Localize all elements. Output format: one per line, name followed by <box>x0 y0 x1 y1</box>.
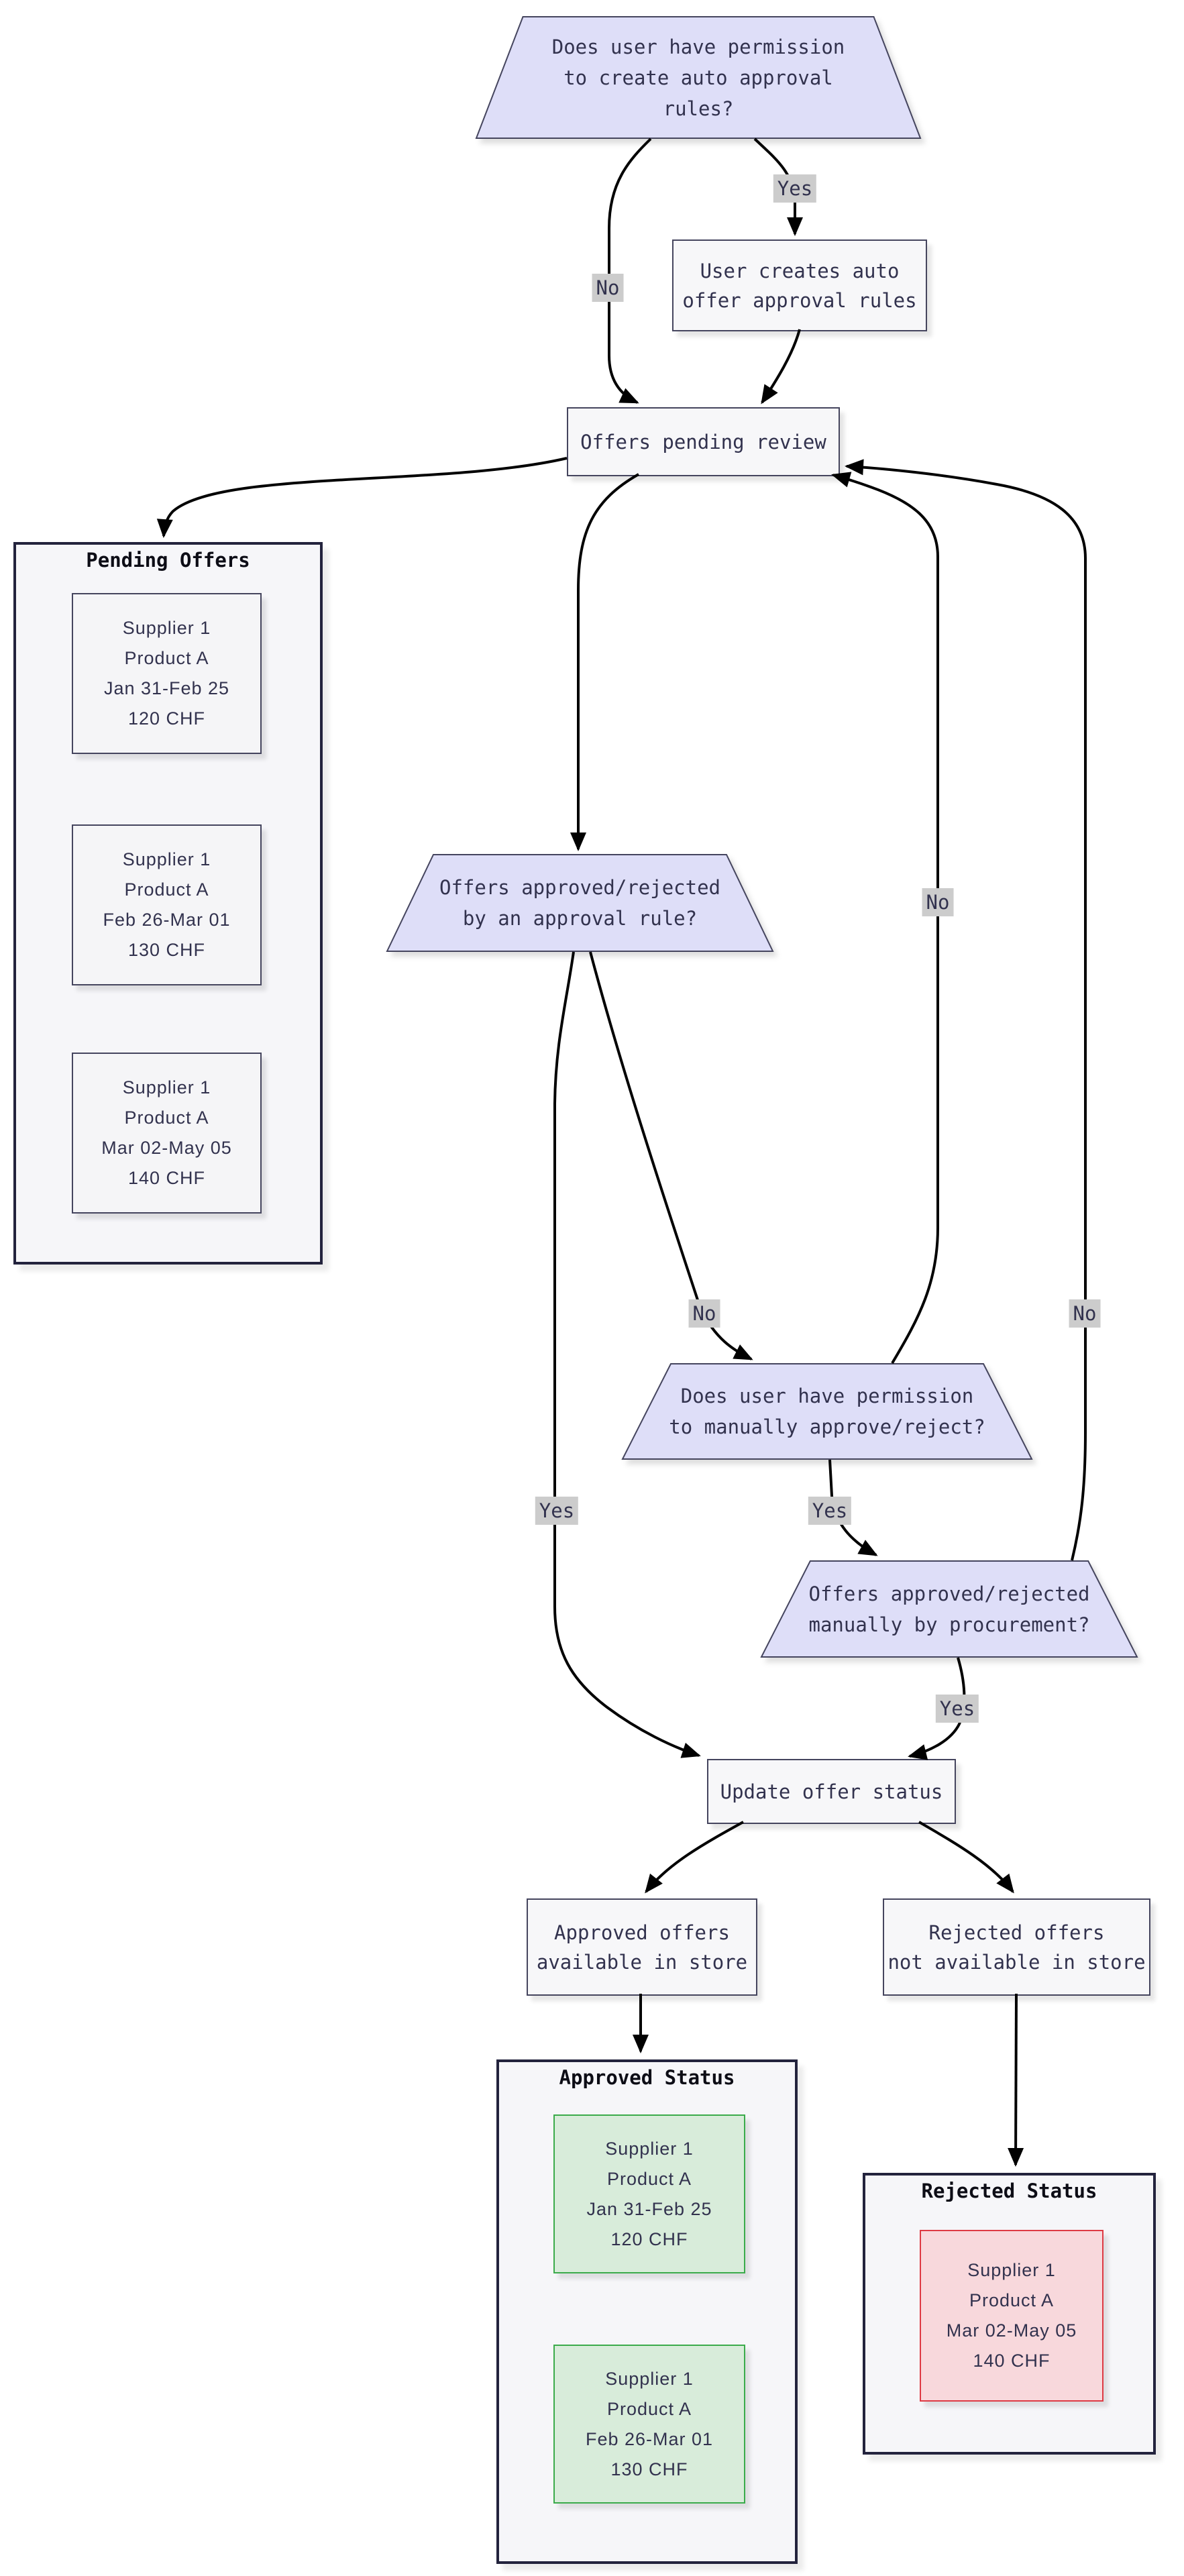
card-product: Product A <box>124 1108 209 1128</box>
card-dates: Mar 02-May 05 <box>101 1138 232 1158</box>
card-price: 120 CHF <box>610 2229 688 2249</box>
offer-card-pending-3: Supplier 1 Product A Mar 02-May 05 140 C… <box>72 1053 262 1214</box>
subgraph-title: Approved Status <box>559 2066 735 2089</box>
card-supplier: Supplier 1 <box>122 618 211 638</box>
subgraph-approved-status: Approved Status Supplier 1 Product A Jan… <box>496 2059 798 2564</box>
edge-auto-no <box>608 138 652 404</box>
decision-label: Offers approved/rejected by an approval … <box>439 876 721 930</box>
subgraph-pending-offers: Pending Offers Supplier 1 Product A Jan … <box>13 542 323 1265</box>
card-supplier: Supplier 1 <box>122 1077 211 1097</box>
subgraph-title: Pending Offers <box>86 549 250 572</box>
decision-label: Does user have permission to manually ap… <box>669 1385 985 1438</box>
card-product: Product A <box>124 648 209 668</box>
card-dates: Mar 02-May 05 <box>946 2320 1077 2341</box>
edge-label-rule-yes: Yes <box>535 1497 579 1525</box>
card-product: Product A <box>606 2168 692 2189</box>
node-rejected-offers-store: Rejected offers not available in store <box>883 1898 1150 1996</box>
card-price: 130 CHF <box>127 940 206 960</box>
card-supplier: Supplier 1 <box>122 849 211 869</box>
decision-label: Offers approved/rejected manually by pro… <box>808 1582 1090 1636</box>
offer-card-approved-2: Supplier 1 Product A Feb 26-Mar 01 130 C… <box>553 2345 745 2504</box>
card-price: 130 CHF <box>610 2459 688 2479</box>
edge-label-manual-no: No <box>1069 1299 1101 1328</box>
edge-status-to-rejected <box>918 1821 1014 1894</box>
offer-card-pending-1: Supplier 1 Product A Jan 31-Feb 25 120 C… <box>72 593 262 754</box>
edge-rule-yes <box>553 951 701 1758</box>
card-product: Product A <box>606 2398 692 2419</box>
edge-review-to-pending-subgraph <box>156 457 568 538</box>
decision-rule-approved: Offers approved/rejected by an approval … <box>387 855 773 951</box>
subgraph-rejected-status: Rejected Status Supplier 1 Product A Mar… <box>863 2173 1156 2455</box>
card-supplier: Supplier 1 <box>605 2368 694 2389</box>
edge-label-auto-no: No <box>592 274 624 302</box>
decision-label: Does user have permission to create auto… <box>551 35 845 120</box>
card-product: Product A <box>969 2290 1055 2310</box>
card-product: Product A <box>124 879 209 900</box>
node-approved-offers-store: Approved offers available in store <box>527 1898 757 1996</box>
trapezoid-shape <box>476 17 920 138</box>
edge-manual-perm-no <box>831 472 939 1364</box>
edge-review-to-rule-decision <box>570 473 639 851</box>
card-price: 120 CHF <box>127 708 206 729</box>
card-dates: Feb 26-Mar 01 <box>103 910 231 930</box>
node-create-auto-rules: User creates auto offer approval rules <box>672 239 927 331</box>
offer-card-pending-2: Supplier 1 Product A Feb 26-Mar 01 130 C… <box>72 824 262 985</box>
card-supplier: Supplier 1 <box>967 2260 1056 2280</box>
edge-rule-no <box>589 951 753 1360</box>
edge-status-to-approved <box>645 1821 744 1894</box>
trapezoid-shape <box>387 855 773 951</box>
card-dates: Jan 31-Feb 25 <box>103 678 230 698</box>
node-offers-pending-review: Offers pending review <box>567 407 840 476</box>
card-dates: Jan 31-Feb 25 <box>586 2198 712 2219</box>
edge-create-to-pending-review <box>761 329 801 405</box>
decision-perm-manual: Does user have permission to manually ap… <box>623 1364 1032 1459</box>
decision-perm-auto-rules: Does user have permission to create auto… <box>476 17 920 138</box>
card-price: 140 CHF <box>127 1168 206 1188</box>
offer-card-rejected-1: Supplier 1 Product A Mar 02-May 05 140 C… <box>920 2230 1104 2402</box>
edge-label-manual-yes: Yes <box>935 1695 979 1723</box>
decision-manual-approved: Offers approved/rejected manually by pro… <box>761 1561 1137 1657</box>
subgraph-title: Rejected Status <box>921 2180 1097 2202</box>
card-supplier: Supplier 1 <box>605 2138 694 2159</box>
edge-label-manual-perm-no: No <box>922 888 954 916</box>
edge-label-manual-perm-yes: Yes <box>808 1497 852 1525</box>
trapezoid-shape <box>761 1561 1137 1657</box>
card-price: 140 CHF <box>973 2351 1051 2371</box>
node-update-offer-status: Update offer status <box>707 1759 956 1824</box>
card-dates: Feb 26-Mar 01 <box>585 2428 714 2449</box>
edge-label-auto-yes: Yes <box>773 174 817 203</box>
edge-label-rule-no: No <box>688 1299 720 1328</box>
offer-card-approved-1: Supplier 1 Product A Jan 31-Feb 25 120 C… <box>553 2114 745 2273</box>
